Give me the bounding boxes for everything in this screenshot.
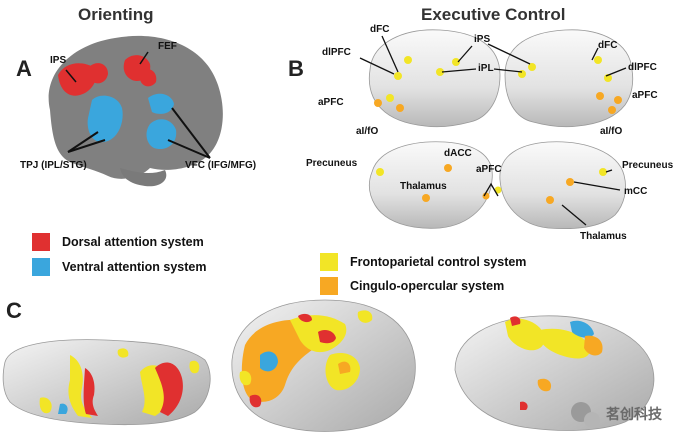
label-apfc-mid: aPFC	[476, 164, 502, 175]
legend-swatch-dorsal	[32, 233, 50, 251]
label-fef: FEF	[158, 41, 177, 52]
panel-a-title: Orienting	[78, 5, 154, 24]
panel-a-letter: A	[16, 56, 32, 81]
label-thalamus-right: Thalamus	[580, 231, 627, 242]
legend-swatch-ventral	[32, 258, 50, 276]
label-apfc-left: aPFC	[318, 97, 344, 108]
panel-c-brains	[2, 299, 655, 432]
label-dlpfc-left: dlPFC	[322, 47, 351, 58]
panel-b-title: Executive Control	[421, 5, 566, 24]
label-thalamus-left: Thalamus	[400, 181, 447, 192]
legend-label-dorsal: Dorsal attention system	[62, 235, 204, 249]
panel-a-brain	[48, 35, 223, 187]
label-apfc-right: aPFC	[632, 90, 658, 101]
label-dfc-right: dFC	[598, 40, 618, 51]
vfc-region	[148, 93, 174, 114]
label-precuneus-right: Precuneus	[622, 160, 674, 171]
label-dlpfc-right: dlPFC	[628, 62, 657, 73]
label-ipl: iPL	[478, 63, 494, 74]
legend-swatch-frontoparietal	[320, 253, 338, 271]
label-dfc-left: dFC	[370, 24, 390, 35]
watermark-icon	[571, 402, 600, 428]
legend-swatch-cingulo	[320, 277, 338, 295]
panel-b-letter: B	[288, 56, 304, 81]
cingulo-opercular-dots	[374, 92, 622, 204]
label-aifo-left: aI/fO	[356, 126, 379, 137]
frontoparietal-dots	[376, 56, 612, 194]
label-ips: IPS	[50, 55, 67, 66]
legend-label-frontoparietal: Frontoparietal control system	[350, 255, 527, 269]
watermark-text: 茗创科技	[606, 406, 662, 422]
label-aifo-right: aI/fO	[600, 126, 623, 137]
panel-c-letter: C	[6, 298, 22, 323]
tpj-region	[87, 95, 123, 143]
legend-label-ventral: Ventral attention system	[62, 260, 207, 274]
label-mcc: mCC	[624, 186, 648, 197]
label-tpj: TPJ (IPL/STG)	[20, 160, 87, 171]
panel-b-brains	[359, 29, 634, 230]
label-vfc: VFC (IFG/MFG)	[185, 160, 257, 171]
label-precuneus-left: Precuneus	[306, 158, 358, 169]
legend-label-cingulo: Cingulo-opercular system	[350, 279, 505, 293]
label-dacc: dACC	[444, 148, 472, 159]
label-ips-b: iPS	[474, 34, 491, 45]
